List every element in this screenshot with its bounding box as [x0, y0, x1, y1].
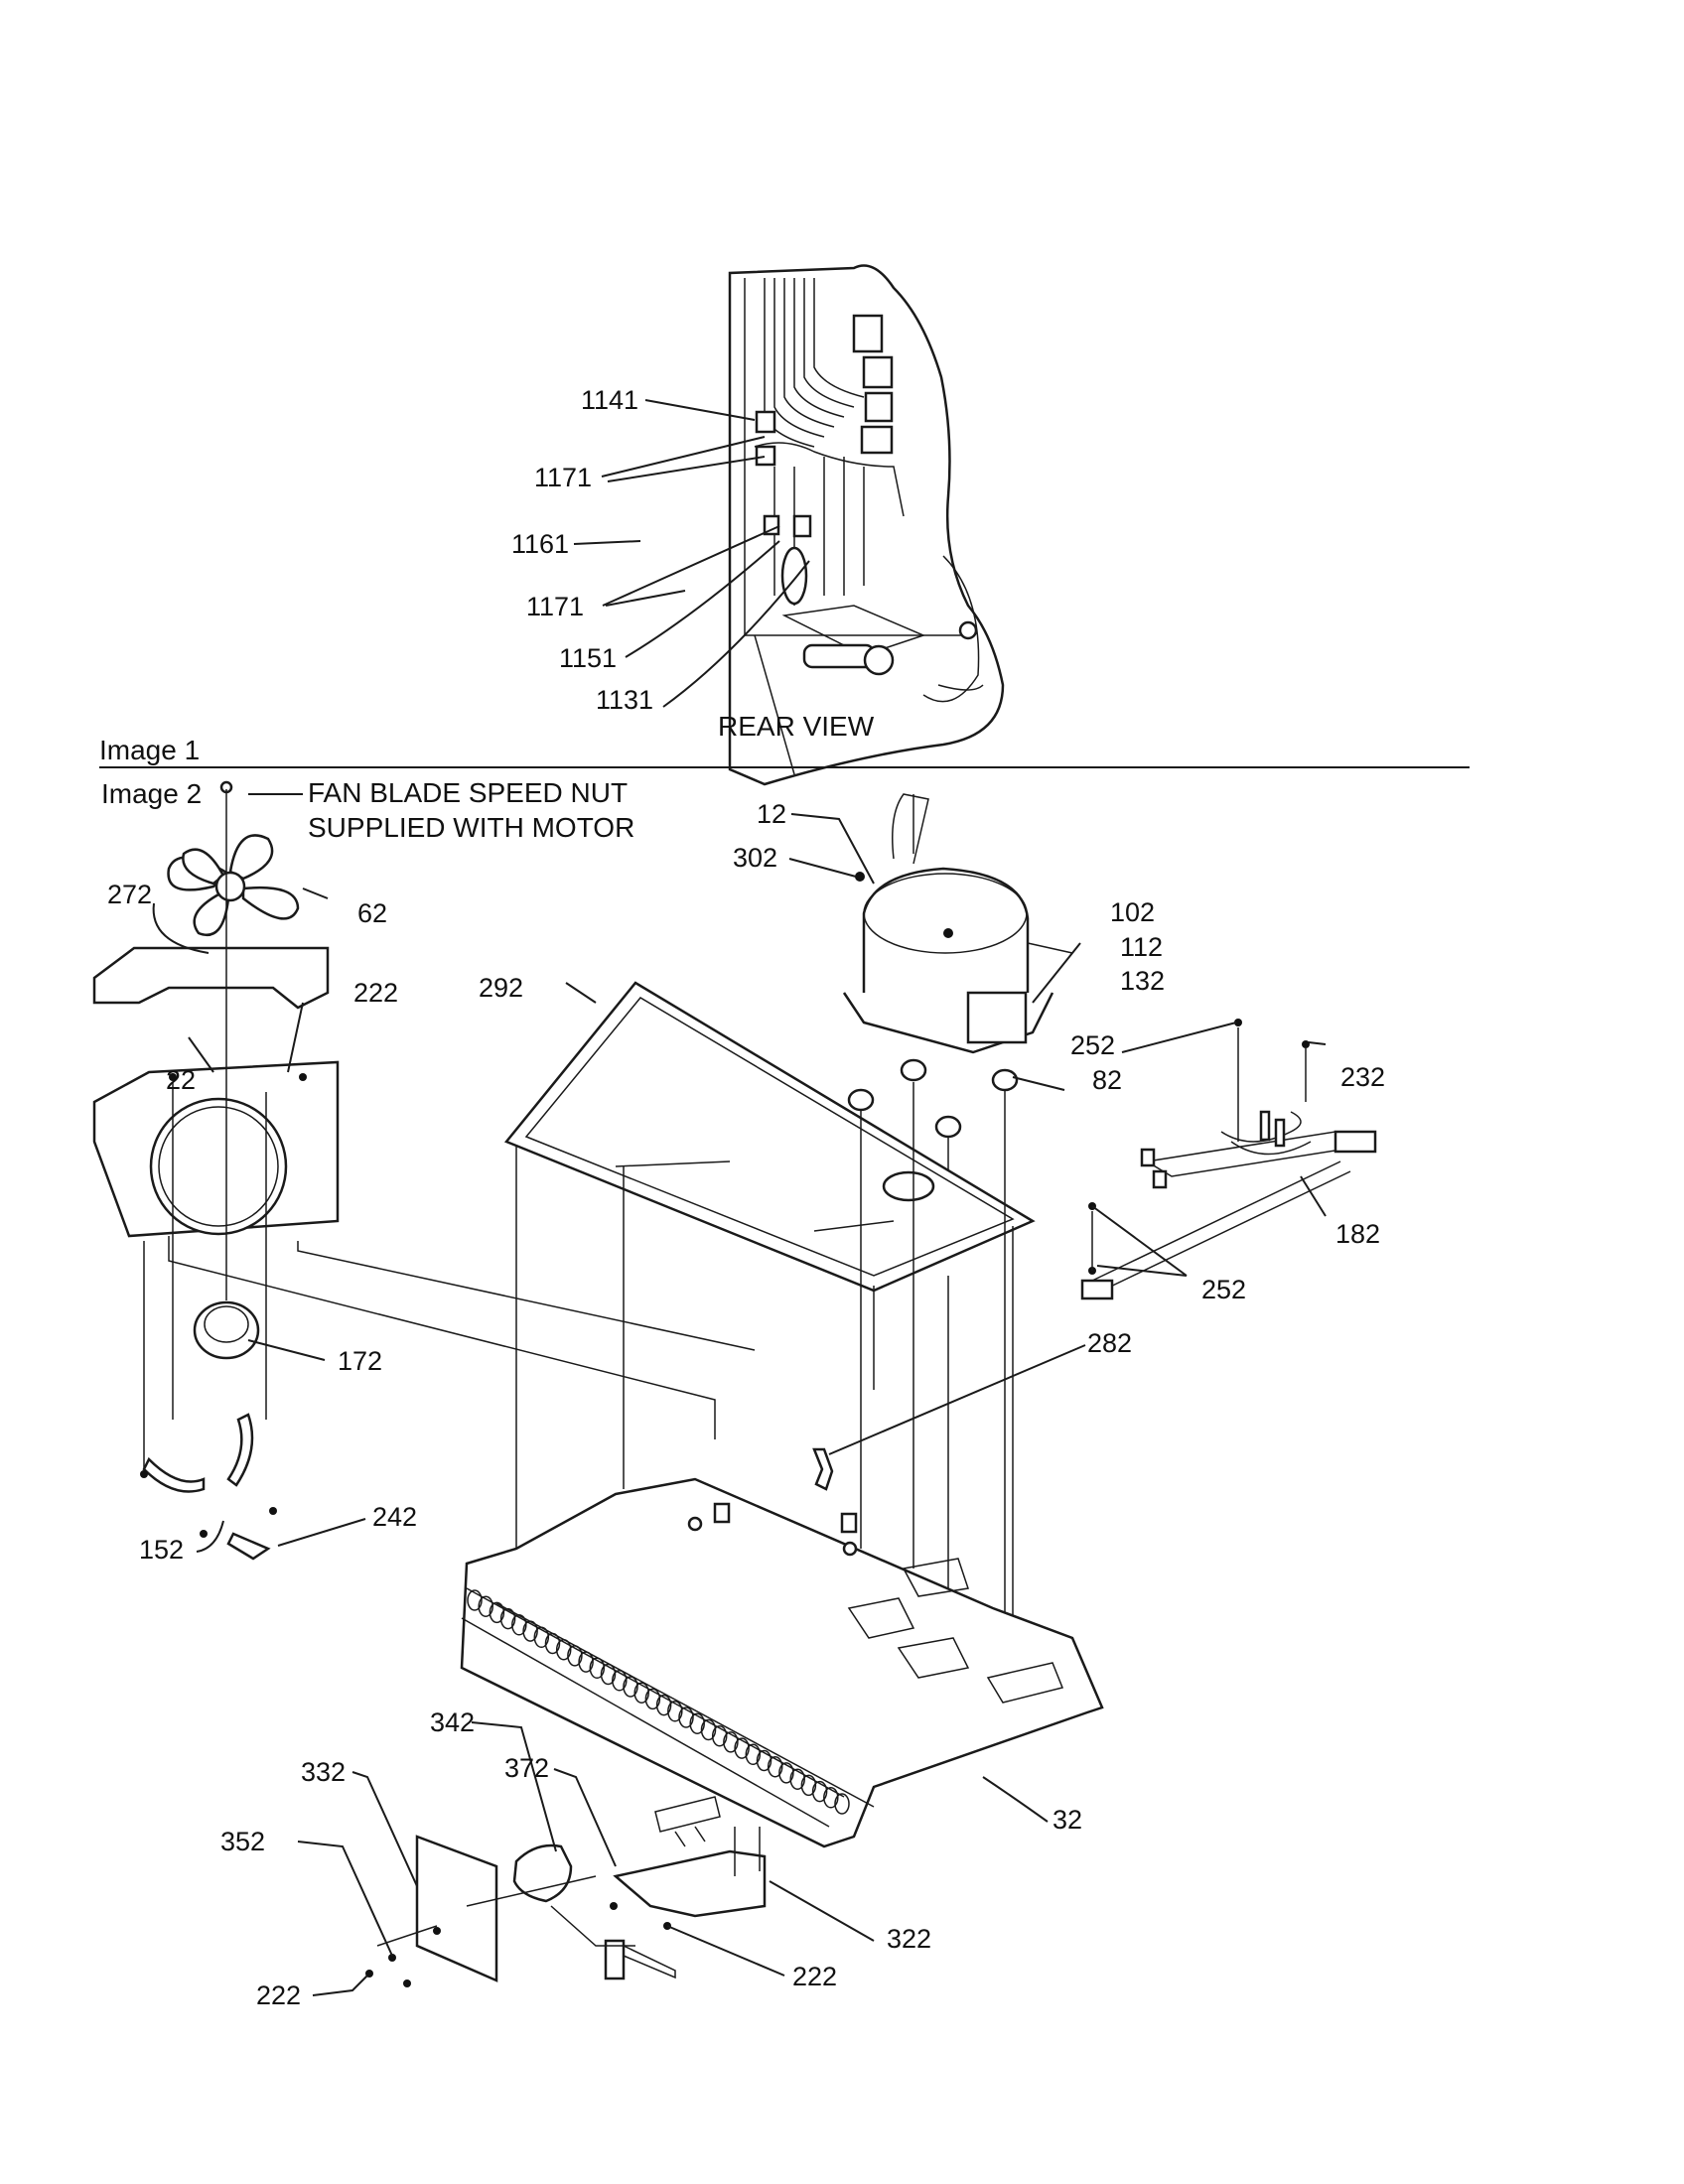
heater-harness-illustration: [1080, 1019, 1377, 1300]
compressor-illustration: [842, 793, 1073, 1628]
image-1-caption: Image 1: [99, 735, 201, 765]
coil-loop: [578, 1651, 594, 1673]
part-label-372: 372: [504, 1753, 550, 1783]
part-label-172: 172: [338, 1346, 383, 1376]
part-label-32: 32: [1052, 1805, 1083, 1835]
coil-loop: [567, 1645, 583, 1667]
part-label-132: 132: [1120, 966, 1166, 996]
part-label-342: 342: [430, 1707, 476, 1737]
part-label-332: 332: [301, 1757, 347, 1787]
coil-loop: [623, 1676, 638, 1698]
timer-bracket-illustration: [365, 1796, 767, 1987]
part-label-252-lower: 252: [1201, 1275, 1247, 1304]
coil-loop: [778, 1762, 794, 1784]
coil-loop: [600, 1663, 617, 1686]
part-label-222-left: 222: [256, 1980, 302, 2010]
coil-loop: [555, 1638, 572, 1661]
coil-loop: [800, 1774, 817, 1797]
coil-loop: [811, 1780, 828, 1803]
part-label-182: 182: [1335, 1219, 1381, 1249]
part-label-82: 82: [1092, 1065, 1123, 1095]
coil-loop: [612, 1670, 628, 1692]
part-label-22: 22: [166, 1065, 197, 1095]
part-label-272: 272: [107, 880, 153, 909]
part-label-292: 292: [479, 973, 524, 1003]
coil-loop: [700, 1718, 717, 1741]
part-label-222-right: 222: [792, 1962, 838, 1991]
coil-loop: [655, 1694, 672, 1716]
coil-loop: [756, 1749, 772, 1772]
fan-nut-note-line1: FAN BLADE SPEED NUT: [308, 777, 629, 808]
leader-lines: [152, 399, 1327, 1996]
image-2-caption: Image 2: [101, 778, 203, 809]
coil-loop: [834, 1793, 850, 1815]
coil-loop: [823, 1787, 839, 1809]
part-label-352: 352: [220, 1827, 266, 1856]
coil-loop: [745, 1743, 762, 1766]
part-label-62: 62: [357, 898, 388, 928]
part-label-282: 282: [1087, 1328, 1133, 1358]
coil-loop: [478, 1595, 493, 1617]
fan-assembly-illustration: [92, 780, 756, 1561]
coil-loop: [767, 1755, 783, 1778]
coil-loop: [589, 1657, 606, 1680]
coil-loop: [723, 1731, 739, 1753]
part-label-322: 322: [887, 1924, 932, 1954]
part-label-242: 242: [372, 1502, 418, 1532]
part-label-102: 102: [1110, 897, 1156, 927]
part-label-112: 112: [1120, 932, 1164, 962]
base-pan-illustration: [460, 1447, 1104, 1848]
coil-loop: [734, 1737, 750, 1759]
coil-loop: [544, 1632, 561, 1655]
part-label-1131: 1131: [596, 685, 654, 715]
part-label-152: 152: [139, 1535, 185, 1565]
rear-view-illustration: [728, 264, 1005, 786]
coil-loop: [499, 1607, 516, 1630]
coil-loop: [711, 1724, 728, 1747]
condenser-coils: [467, 1589, 850, 1815]
part-label-222-upper: 222: [353, 978, 399, 1008]
coil-loop: [689, 1712, 705, 1734]
drain-pan-illustration: [503, 981, 1036, 1707]
part-label-252-upper: 252: [1070, 1030, 1116, 1060]
coil-loop: [489, 1601, 505, 1624]
coil-loop: [467, 1589, 483, 1611]
rear-view-caption: REAR VIEW: [718, 711, 875, 742]
coil-loop: [789, 1768, 805, 1790]
coil-loop: [644, 1688, 661, 1710]
coil-loop: [633, 1682, 649, 1704]
part-label-1141: 1141: [581, 385, 639, 415]
coil-loop: [667, 1701, 683, 1722]
coil-loop: [678, 1706, 694, 1728]
part-label-1151: 1151: [559, 643, 618, 673]
fan-nut-note-line2: SUPPLIED WITH MOTOR: [308, 812, 635, 843]
coil-loop: [522, 1620, 538, 1642]
coil-loop: [511, 1614, 527, 1636]
part-label-1171-lower: 1171: [526, 592, 585, 621]
part-label-302: 302: [733, 843, 778, 873]
coil-loop: [533, 1626, 550, 1649]
part-label-1161: 1161: [511, 529, 570, 559]
part-label-232: 232: [1340, 1062, 1386, 1092]
part-label-1171-upper: 1171: [534, 463, 593, 492]
part-label-12: 12: [757, 799, 787, 829]
